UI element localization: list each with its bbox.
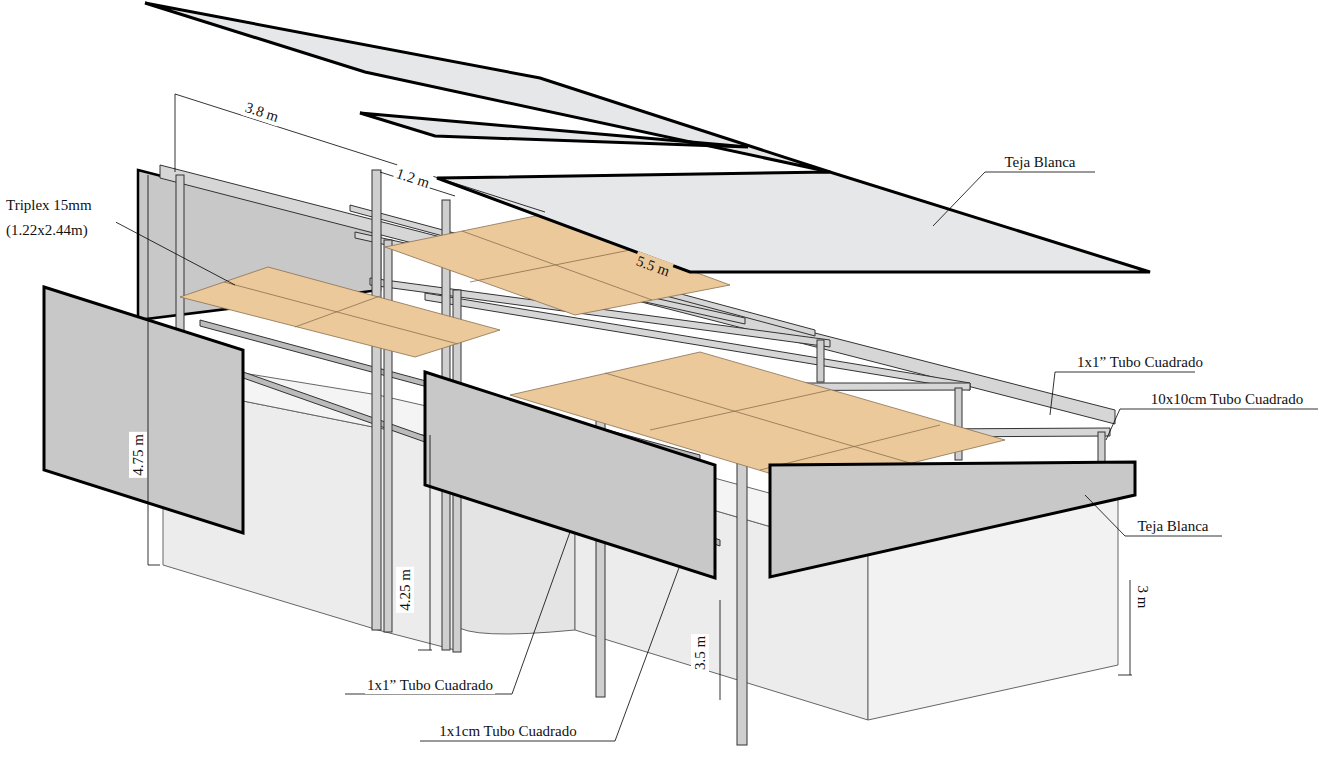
dimension-lines [148,94,1132,700]
roof-sheets [145,3,1150,272]
dimension-label: 3 m [1134,584,1152,611]
dimension-label: 1.2 m [392,164,434,193]
part-label: 1x1” Tubo Cuadrado [1075,353,1205,371]
part-label: Teja Blanca [1003,153,1078,171]
dimension-label: 4.75 m [129,432,147,478]
part-label: Triplex 15mm (1.22x2.44m) [4,193,116,243]
dimension-label: 3.5 m [691,634,709,672]
part-label: Teja Blanca [1136,517,1211,535]
wall-panels [44,287,1135,578]
dimension-label: 4.25 m [396,567,414,613]
part-label: 10x10cm Tubo Cuadrado [1149,390,1306,408]
part-label: 1x1cm Tubo Cuadrado [437,722,579,740]
leader-lines [8,172,1318,741]
part-label: 1x1” Tubo Cuadrado [365,676,495,694]
